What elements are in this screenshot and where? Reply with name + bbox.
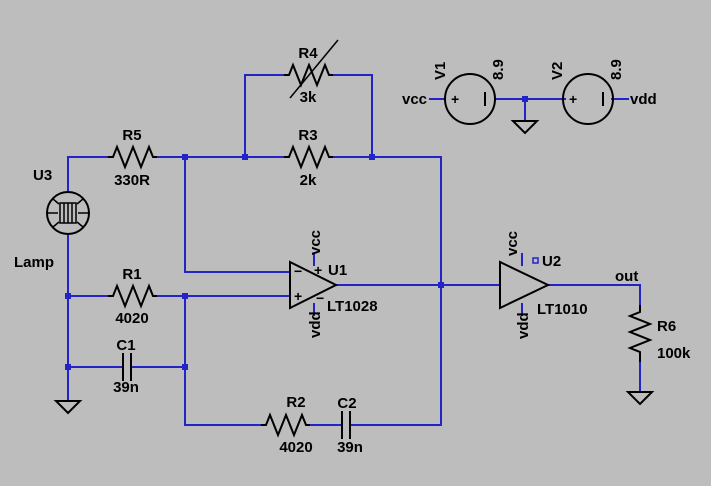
- junction-node: [65, 293, 71, 299]
- voltage-source-v2-value: 8.9: [608, 59, 625, 80]
- net-label-vdd: vdd: [630, 91, 657, 108]
- net-label-out: out: [615, 268, 638, 285]
- wire-node-f-r2: [184, 366, 262, 426]
- opamp-u2-triangle: [499, 260, 551, 310]
- opamp-u1-vcc-plus: +: [314, 262, 322, 278]
- voltage-source-v2-plus: +: [569, 91, 577, 107]
- ground-icon: [625, 391, 655, 406]
- resistor-r3[interactable]: R3 2k: [284, 127, 333, 189]
- resistor-r3-ref: R3: [298, 127, 317, 144]
- ground-icon: [53, 400, 83, 415]
- potentiometer-r4-body: [284, 62, 333, 88]
- opamp-u1-vdd-minus: −: [316, 290, 324, 306]
- opamp-u2-value: LT1010: [537, 301, 588, 318]
- lamp-u3-ray: [76, 221, 84, 228]
- wire-r4-right: [332, 74, 373, 158]
- voltage-source-v2[interactable]: + V2 8.9: [549, 59, 625, 125]
- resistor-r2-value: 4020: [279, 439, 312, 456]
- resistor-r1-ref: R1: [122, 266, 141, 283]
- voltage-source-v1-value: 8.9: [490, 59, 507, 80]
- opamp-u2-vdd-label: vdd: [515, 312, 532, 339]
- opamp-u1-triangle: [289, 260, 339, 310]
- resistor-r6-ref: R6: [657, 318, 676, 335]
- resistor-r2-ref: R2: [286, 394, 305, 411]
- resistor-r2-body: [261, 412, 310, 438]
- wire-r4-left: [244, 74, 285, 158]
- wire-u2-out-r6: [547, 284, 641, 306]
- junction-node: [438, 282, 444, 288]
- ground-symbol-left: [53, 400, 83, 415]
- junction-node: [182, 154, 188, 160]
- opamp-u2-vcc-label: vcc: [504, 231, 521, 256]
- wires: [67, 74, 641, 426]
- opamp-u1-ref: U1: [328, 262, 347, 279]
- resistor-r3-value: 2k: [300, 172, 317, 189]
- potentiometer-r4[interactable]: R4 3k: [284, 39, 339, 106]
- junction-node: [522, 96, 528, 102]
- lamp-u3-ref: U3: [33, 167, 52, 184]
- resistor-r5-ref: R5: [122, 127, 141, 144]
- capacitor-c2-value: 39n: [337, 439, 363, 456]
- capacitor-c1[interactable]: C1 39n: [113, 337, 139, 396]
- opamp-u1[interactable]: − + + − U1 LT1028 vcc vdd: [289, 230, 378, 338]
- lamp-u3-ray: [52, 221, 60, 228]
- resistor-r1[interactable]: R1 4020: [108, 266, 157, 327]
- voltage-source-v2-ref: V2: [549, 62, 566, 80]
- voltage-source-v2-body: [562, 73, 614, 125]
- resistor-r6[interactable]: R6 100k: [627, 305, 691, 362]
- opamp-u1-vcc-label: vcc: [307, 230, 324, 255]
- junction-node: [182, 364, 188, 370]
- lamp-u3[interactable]: U3 Lamp: [14, 167, 90, 271]
- ground-icon: [510, 120, 540, 135]
- resistor-r5-body: [108, 144, 157, 170]
- voltage-source-v1-body: [444, 73, 496, 125]
- lamp-u3-ray: [76, 198, 84, 205]
- net-label-vcc: vcc: [402, 91, 427, 108]
- capacitor-c2-ref: C2: [337, 395, 356, 412]
- ground-symbol-r6: [625, 391, 655, 406]
- resistor-r1-value: 4020: [115, 310, 148, 327]
- junction-node: [242, 154, 248, 160]
- junction-node: [182, 293, 188, 299]
- opamp-u1-plus-sign: +: [294, 288, 302, 304]
- voltage-source-v1-ref: V1: [432, 62, 449, 80]
- resistor-r5-value: 330R: [114, 172, 150, 189]
- lamp-u3-ray: [52, 198, 60, 205]
- junction-node: [369, 154, 375, 160]
- wire-node-a-u1-minus: [184, 156, 291, 273]
- opamp-u1-value: LT1028: [327, 298, 378, 315]
- capacitor-c2[interactable]: C2 39n: [337, 395, 363, 456]
- resistor-r6-value: 100k: [657, 345, 691, 362]
- resistor-r5[interactable]: R5 330R: [108, 127, 157, 189]
- wire-u3-top-r5: [67, 156, 109, 191]
- potentiometer-r4-value: 3k: [300, 89, 317, 106]
- opamp-u2-pin-marker: [532, 257, 539, 264]
- lamp-u3-value: Lamp: [14, 254, 54, 271]
- voltage-source-v1[interactable]: + V1 8.9: [432, 59, 507, 125]
- capacitor-c1-value: 39n: [113, 379, 139, 396]
- potentiometer-r4-arrow: [289, 39, 339, 99]
- opamp-u1-minus-sign: −: [294, 263, 302, 279]
- opamp-u2-ref: U2: [542, 253, 561, 270]
- ground-symbol-supply: [510, 120, 540, 135]
- resistor-r3-body: [284, 144, 333, 170]
- potentiometer-r4-ref: R4: [298, 45, 318, 62]
- junction-node: [65, 364, 71, 370]
- opamp-u2[interactable]: U2 LT1010 vcc vdd: [499, 231, 588, 339]
- resistor-r1-body: [108, 283, 157, 309]
- opamp-u1-vdd-label: vdd: [307, 311, 324, 338]
- resistor-r2[interactable]: R2 4020: [261, 394, 313, 456]
- voltage-source-v1-plus: +: [451, 91, 459, 107]
- resistor-r6-body: [627, 305, 653, 362]
- capacitor-c1-ref: C1: [116, 337, 135, 354]
- junctions: [65, 96, 528, 370]
